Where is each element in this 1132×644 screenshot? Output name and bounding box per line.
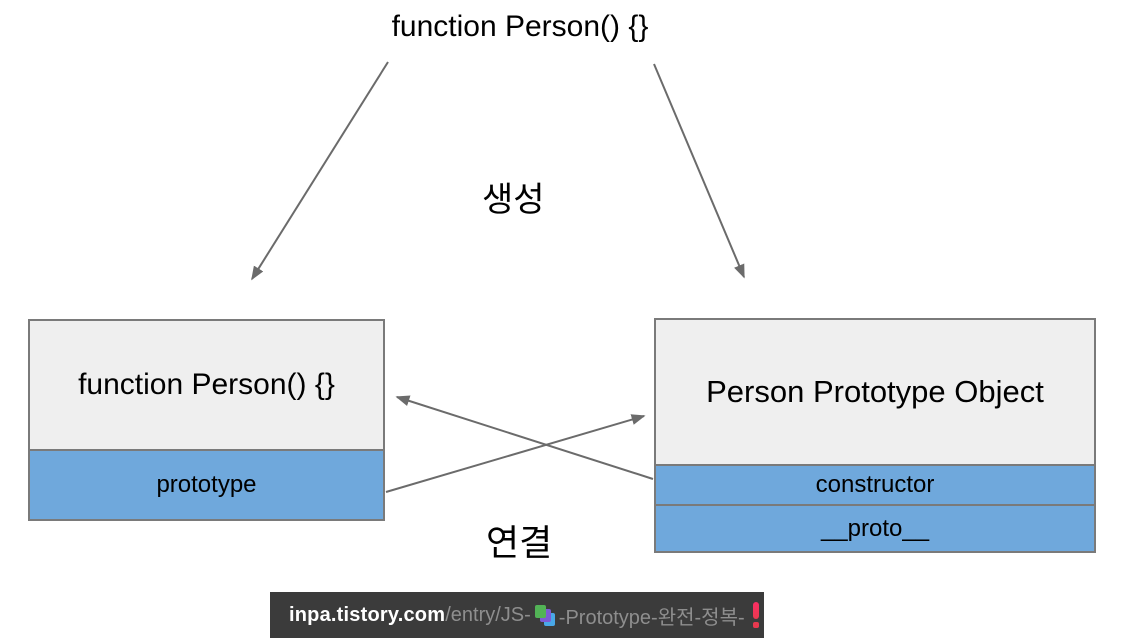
function-box-title: function Person() {} (30, 321, 383, 449)
prototype-box-title: Person Prototype Object (656, 320, 1094, 464)
proto-property-row: __proto__ (656, 504, 1094, 551)
create-arrow-left (251, 61, 389, 281)
constructor-function-label: function Person() {} (391, 10, 649, 43)
function-person-box: function Person() {} prototype (28, 319, 385, 521)
create-arrow-right (653, 63, 745, 279)
prototype-property-row: prototype (30, 449, 383, 519)
books-icon (533, 604, 557, 626)
constructor-link-arrow (395, 395, 654, 480)
create-label: 생성 (482, 181, 545, 219)
source-domain: inpa.tistory.com (289, 603, 446, 626)
constructor-property-row: constructor (656, 464, 1094, 504)
source-url-bar: inpa.tistory.com/entry/JS- -Prototype-완전-… (270, 592, 764, 638)
source-path-after: -Prototype-완전-정복- (558, 606, 745, 629)
link-label: 연결 (486, 522, 553, 563)
source-path-before: /entry/JS- (445, 603, 531, 626)
person-prototype-object-box: Person Prototype Object constructor __pr… (654, 318, 1096, 553)
exclamation-icon (751, 602, 761, 628)
prototype-link-arrow (385, 414, 646, 493)
